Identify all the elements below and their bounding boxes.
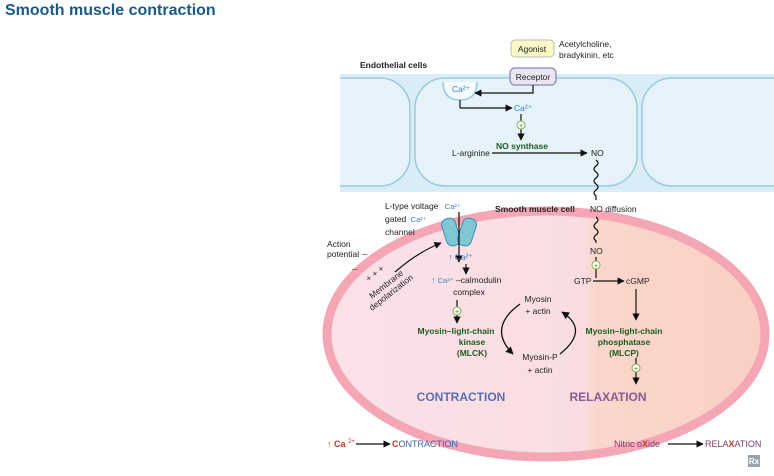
- relaxation-label: RELAXATION: [569, 390, 646, 404]
- ca-influx-label: ↑ Ca²⁺: [448, 252, 473, 262]
- complex-line1: ↑ Ca²⁺ –calmodulin: [431, 275, 502, 285]
- agonist-examples-line2: bradykinin, etc: [559, 50, 615, 60]
- endothelial-cell-left: [340, 77, 411, 187]
- no-synthase-label: NO synthase: [496, 141, 548, 151]
- smooth-muscle-cell-label: Smooth muscle cell: [495, 204, 575, 214]
- contraction-label: CONTRACTION: [417, 390, 506, 404]
- myosin-p-actin-line2: + actin: [527, 365, 553, 375]
- plus-circle-nos: [516, 120, 526, 130]
- smooth-muscle-no-label: NO: [590, 246, 603, 256]
- endothelial-cell-right: [641, 77, 774, 187]
- plus-sign-mlck: +: [455, 309, 459, 316]
- mlck-line2: kinase: [459, 337, 486, 347]
- plus-circle-mlck: [452, 306, 462, 316]
- agonist-label: Agonist: [518, 44, 547, 54]
- plus-circle-mlcp: [631, 363, 641, 373]
- mlcp-line2: phosphatase: [598, 337, 651, 347]
- gtp-label: GTP: [574, 276, 592, 286]
- mlck-line1: Myosin–light-chain: [418, 326, 495, 336]
- mnemonic-contraction: CONTRACTION: [392, 439, 458, 449]
- action-potential-line1: Action: [327, 239, 351, 249]
- mlcp-line1: Myosin–light-chain: [586, 326, 663, 336]
- arrow-myosin-dephosphorylation: [559, 311, 577, 355]
- arrow-myosin-phosphorylation: [500, 303, 521, 355]
- plus-circle-gc: [591, 260, 601, 270]
- l-type-ca-channel-icon: [441, 217, 477, 247]
- mlck-line3: (MLCK): [457, 348, 487, 358]
- channel-label-line2: gated Ca²⁺: [385, 214, 427, 224]
- mnemonic-calcium: ↑ Ca 2+: [327, 439, 355, 449]
- no-diffusion-label: NO diffusion: [590, 204, 637, 214]
- minus-sign-1: –: [362, 249, 368, 260]
- action-potential-line2: potential: [327, 249, 359, 259]
- plus-sign-mlcp: +: [634, 366, 638, 373]
- minus-sign-2: –: [352, 264, 358, 275]
- arrow-receptor-to-store: [474, 85, 534, 97]
- agonist-box: [510, 39, 555, 58]
- page-title: Smooth muscle contraction: [5, 2, 216, 19]
- myosin-actin-line2: + actin: [525, 306, 551, 316]
- mnemonic-relaxation: RELAXATION: [705, 439, 761, 449]
- rx-logo-text: Rx: [749, 457, 760, 466]
- channel-label-line3: channel: [385, 227, 415, 237]
- endothelium-ca-label: Ca²⁺: [514, 103, 533, 113]
- myosin-p-actin-line1: Myosin-P: [522, 352, 558, 362]
- mlcp-line3: (MLCP): [609, 348, 639, 358]
- arrow-depolarization-to-channel: [394, 242, 442, 273]
- endothelium-no-label: NO: [591, 148, 604, 158]
- plus-sign-nos: +: [519, 123, 523, 130]
- no-diffusion-squiggle-bottom: [593, 216, 599, 243]
- agonist-examples-line1: Acetylcholine,: [559, 39, 611, 49]
- rx-logo-icon: [748, 455, 760, 467]
- endothelial-cells-label: Endothelial cells: [360, 60, 427, 70]
- channel-label-line1: L-type voltage Ca²⁺: [385, 201, 461, 211]
- smooth-muscle-cell: [322, 206, 770, 462]
- no-diffusion-squiggle-top: [593, 159, 599, 200]
- plus-sign-gc: +: [594, 263, 598, 270]
- receptor-label: Receptor: [516, 72, 551, 82]
- mnemonic-nitric-oxide: Nitric oXide: [614, 439, 660, 449]
- cgmp-label: cGMP: [626, 276, 650, 286]
- endothelium-band: [340, 74, 774, 192]
- l-arginine-label: L-arginine: [452, 148, 490, 158]
- complex-line2: complex: [453, 287, 485, 297]
- ca-store-label: Ca²⁺: [452, 84, 471, 94]
- myosin-actin-line1: Myosin: [525, 294, 552, 304]
